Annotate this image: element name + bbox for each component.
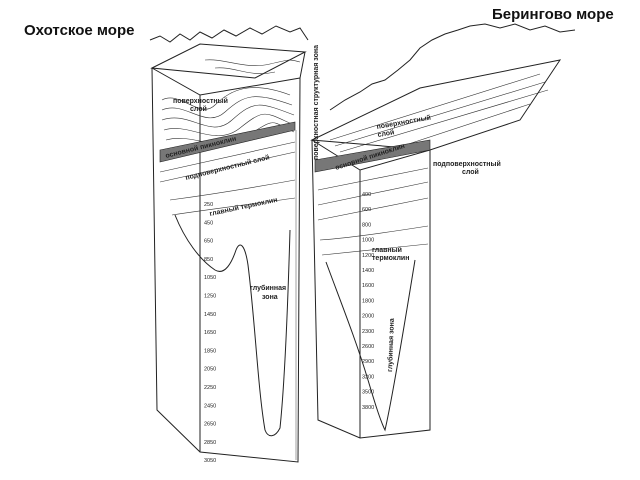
okhotsk-depth-tick: 2450 [204,403,216,409]
bering-deep-zone-boundary [325,259,416,432]
bering-subsurface-label-1: подповерхностный [433,160,501,168]
okhotsk-isoline [159,141,296,173]
bering-deep-label: глубинная зона [386,318,396,372]
bering-isoline [319,225,429,241]
bering-depth-tick: 3800 [362,405,374,411]
okhotsk-isoline [204,59,301,66]
bering-top-edges [311,139,431,171]
bering-depth-tick: 600 [362,207,371,213]
bering-top-face [310,59,562,151]
bering-isoline [317,167,429,191]
okhotsk-depth-tick: 2650 [204,422,216,428]
bering-surface-label-1: поверхностный [376,114,431,131]
bering-depth-tick: 2900 [362,359,374,365]
bering-isoline [321,243,429,256]
okhotsk-depth-tick: 3050 [204,458,216,464]
okhotsk-surface-label-2: слой [190,105,207,113]
okhotsk-pycnocline-band [159,121,296,163]
bering-isoline [334,81,546,147]
bering-depth-tick: 3200 [362,374,374,380]
okhotsk-isoline [161,104,295,128]
okhotsk-block [149,25,309,463]
okhotsk-sea-title: Охотское море [24,22,135,39]
bering-depth-scale: 400 600 800 1000 1200 1400 1600 1800 2000 2300 260… [362,192,374,411]
okhotsk-depth-tick: 250 [204,202,213,208]
bering-depth-tick: 1200 [362,253,374,259]
okhotsk-deep-label-2: зона [262,294,278,301]
bering-depth-tick: 1000 [362,238,374,244]
okhotsk-isoline [159,151,296,183]
bering-sea-title: Берингово море [492,6,614,23]
okhotsk-isoline [161,96,293,119]
bering-block [310,23,576,439]
bering-depth-tick: 800 [362,222,371,228]
bering-pycnocline-band [314,139,431,173]
bering-depth-tick: 1400 [362,268,374,274]
bering-isoline [339,89,549,153]
okhotsk-depth-tick: 1650 [204,330,216,336]
okhotsk-depth-tick: 2250 [204,385,216,391]
okhotsk-depth-tick: 650 [204,239,213,245]
okhotsk-thermocline-label: главный термоклин [209,196,278,218]
bering-isoline [329,73,541,141]
bering-coastline [329,23,576,111]
okhotsk-isoline [171,197,296,216]
bering-depth-tick: 2300 [362,329,374,335]
okhotsk-depth-tick: 1050 [204,275,216,281]
okhotsk-depth-tick: 2850 [204,440,216,446]
bering-isoline [317,181,429,206]
okhotsk-surface-label-1: поверхностный [173,97,228,105]
okhotsk-coastline [149,25,309,43]
okhotsk-top-edges [151,67,301,96]
okhotsk-structural-zone-label: поверхностная структурная зона [313,45,320,160]
bering-depth-tick: 2000 [362,314,374,320]
okhotsk-depth-tick: 1450 [204,312,216,318]
okhotsk-isoline [161,87,291,110]
bering-surface-label-2: слой [377,128,395,139]
bering-depth-tick: 2600 [362,344,374,350]
okhotsk-deep-label-1: глубинная [250,284,286,292]
okhotsk-depth-tick: 1250 [204,294,216,300]
okhotsk-depth-scale: 250 450 650 850 1050 1250 1450 1650 1850 2050 2250… [204,202,216,464]
okhotsk-isoline [169,179,296,201]
bering-subsurface-label-2: слой [462,168,479,176]
bering-depth-tick: 400 [362,192,371,198]
bering-depth-tick: 3500 [362,390,374,396]
okhotsk-depth-tick: 1850 [204,348,216,354]
bering-thermocline-label-2: термоклин [372,255,409,262]
okhotsk-depth-tick: 2050 [204,367,216,373]
bering-depth-tick: 1800 [362,298,374,304]
bering-isoline [317,197,429,221]
okhotsk-depth-tick: 850 [204,257,213,263]
okhotsk-isoline [163,113,295,137]
bering-thermocline-label-1: главный [372,246,402,254]
okhotsk-isoline [214,67,276,74]
okhotsk-deep-zone-boundary [174,214,291,437]
okhotsk-depth-tick: 450 [204,220,213,226]
bering-depth-tick: 1600 [362,283,374,289]
okhotsk-subsurface-label: подповерхностный слой [185,153,271,182]
okhotsk-block-outline [151,51,306,463]
